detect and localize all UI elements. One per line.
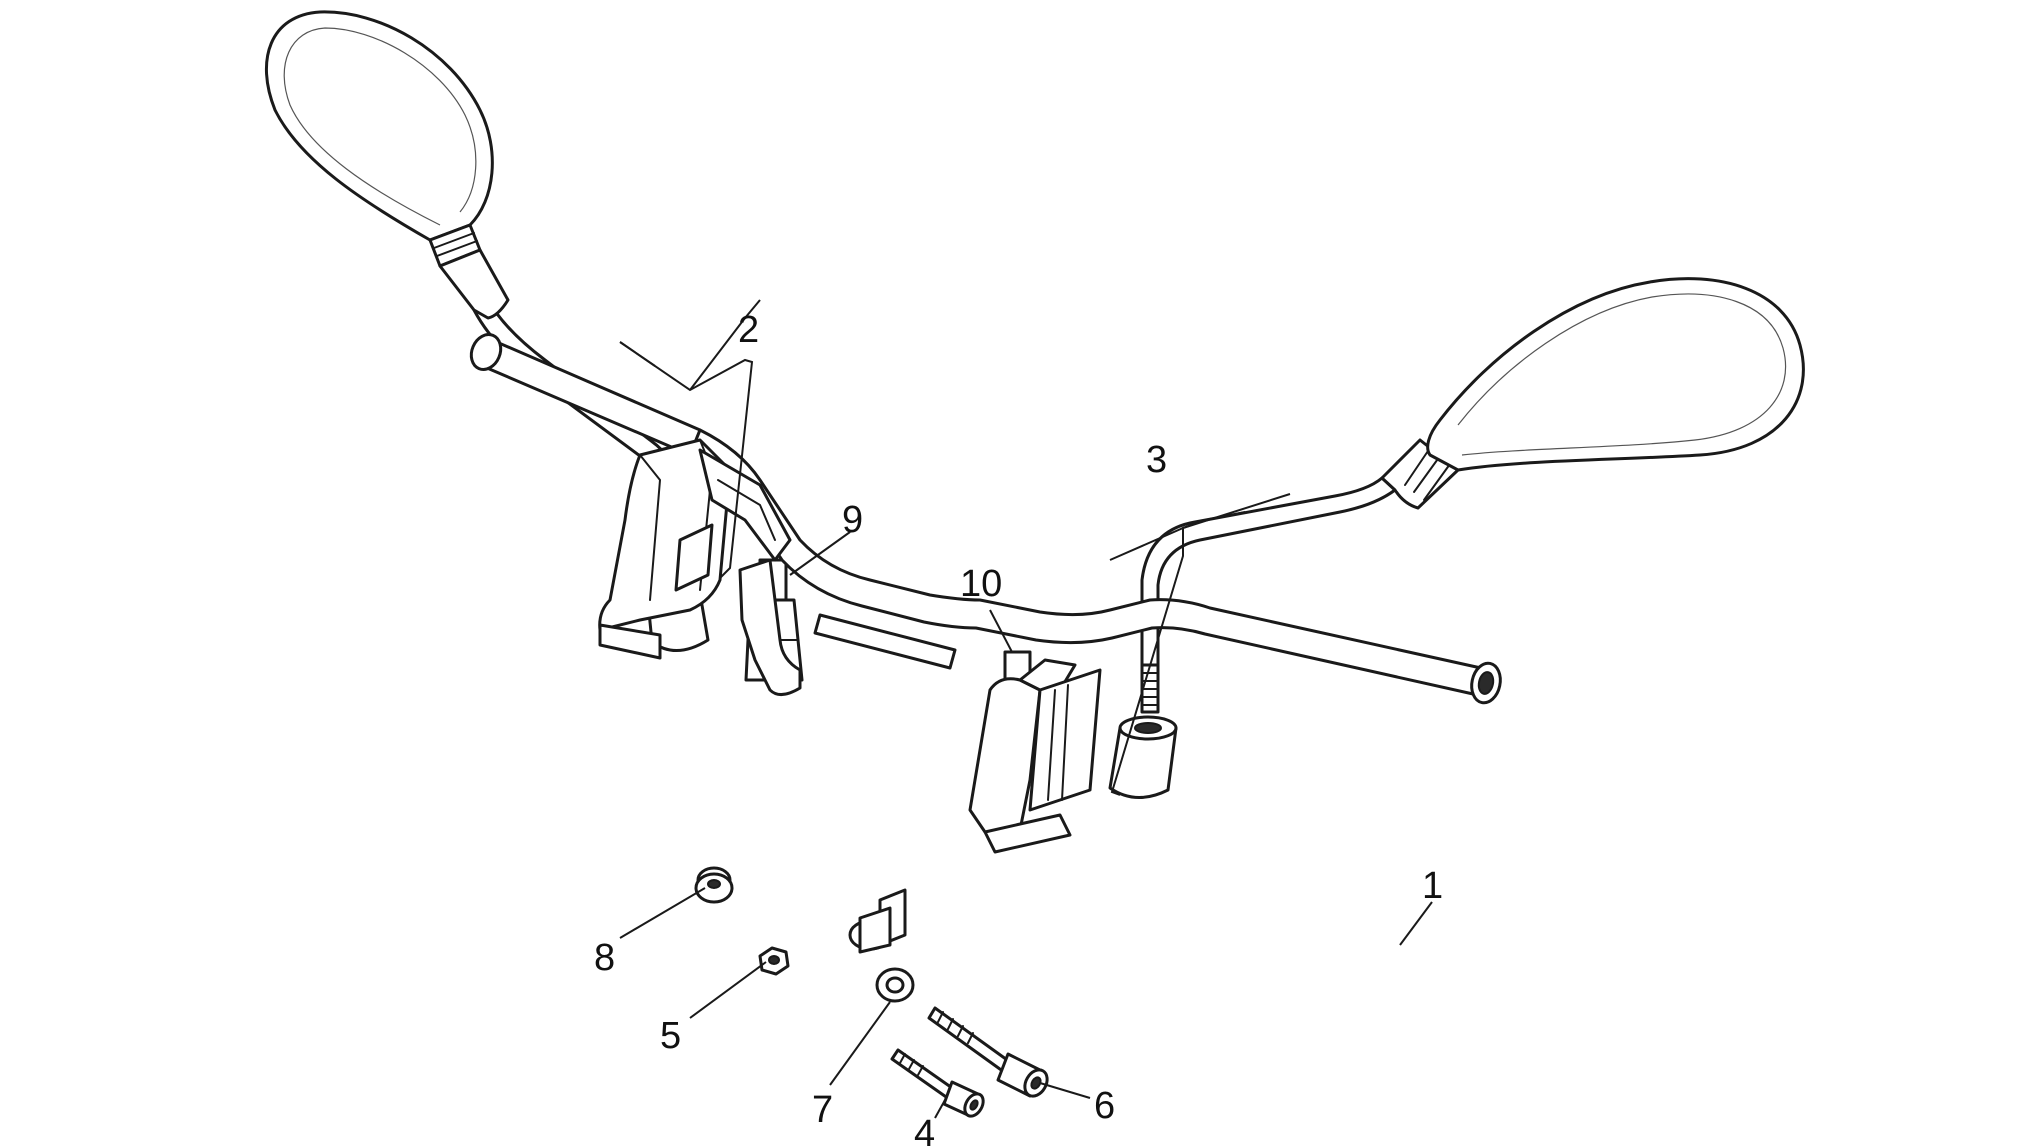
center-clamp-bracket	[848, 658, 1102, 954]
leader-8	[619, 887, 706, 939]
handlebar-left-grip	[478, 338, 702, 457]
leader-2	[619, 341, 754, 579]
part-4-bolt	[890, 1048, 985, 1118]
right-bar-end-nut	[1108, 715, 1178, 800]
part-8-grommet	[694, 866, 734, 904]
leader-3-arm	[1109, 511, 1246, 561]
callout-1: 1	[1422, 865, 1443, 907]
left-clamp-bracket	[598, 438, 802, 696]
left-mirror-head	[264, 10, 494, 242]
part-5-nut	[758, 946, 790, 976]
leader-2-bracket	[689, 299, 761, 391]
leader-6	[1039, 1082, 1091, 1099]
callout-5: 5	[660, 1015, 681, 1057]
part-6-bolt	[927, 1006, 1049, 1098]
right-mirror	[1140, 277, 1805, 714]
leader-1	[1399, 901, 1433, 946]
leader-9	[789, 531, 851, 576]
callout-labels: 2 3 9 10 1 8 5 7 6 4	[594, 309, 1443, 1146]
callout-2: 2	[738, 309, 759, 351]
callout-9: 9	[842, 499, 863, 541]
leader-10	[989, 609, 1013, 653]
callout-6: 6	[1094, 1085, 1115, 1127]
leader-7	[829, 1001, 891, 1086]
callout-10: 10	[960, 563, 1002, 605]
right-mirror-head	[1426, 277, 1805, 472]
leader-5	[689, 961, 767, 1019]
left-mirror	[264, 10, 682, 572]
callout-8: 8	[594, 937, 615, 979]
callout-4: 4	[914, 1113, 935, 1146]
callout-7: 7	[812, 1089, 833, 1131]
leader-4	[934, 1099, 946, 1119]
handlebar-tube	[688, 428, 1492, 698]
part-7-washer	[875, 967, 915, 1003]
leader-lines	[619, 299, 1433, 1119]
callout-3: 3	[1146, 439, 1167, 481]
handlebar	[469, 333, 1502, 705]
